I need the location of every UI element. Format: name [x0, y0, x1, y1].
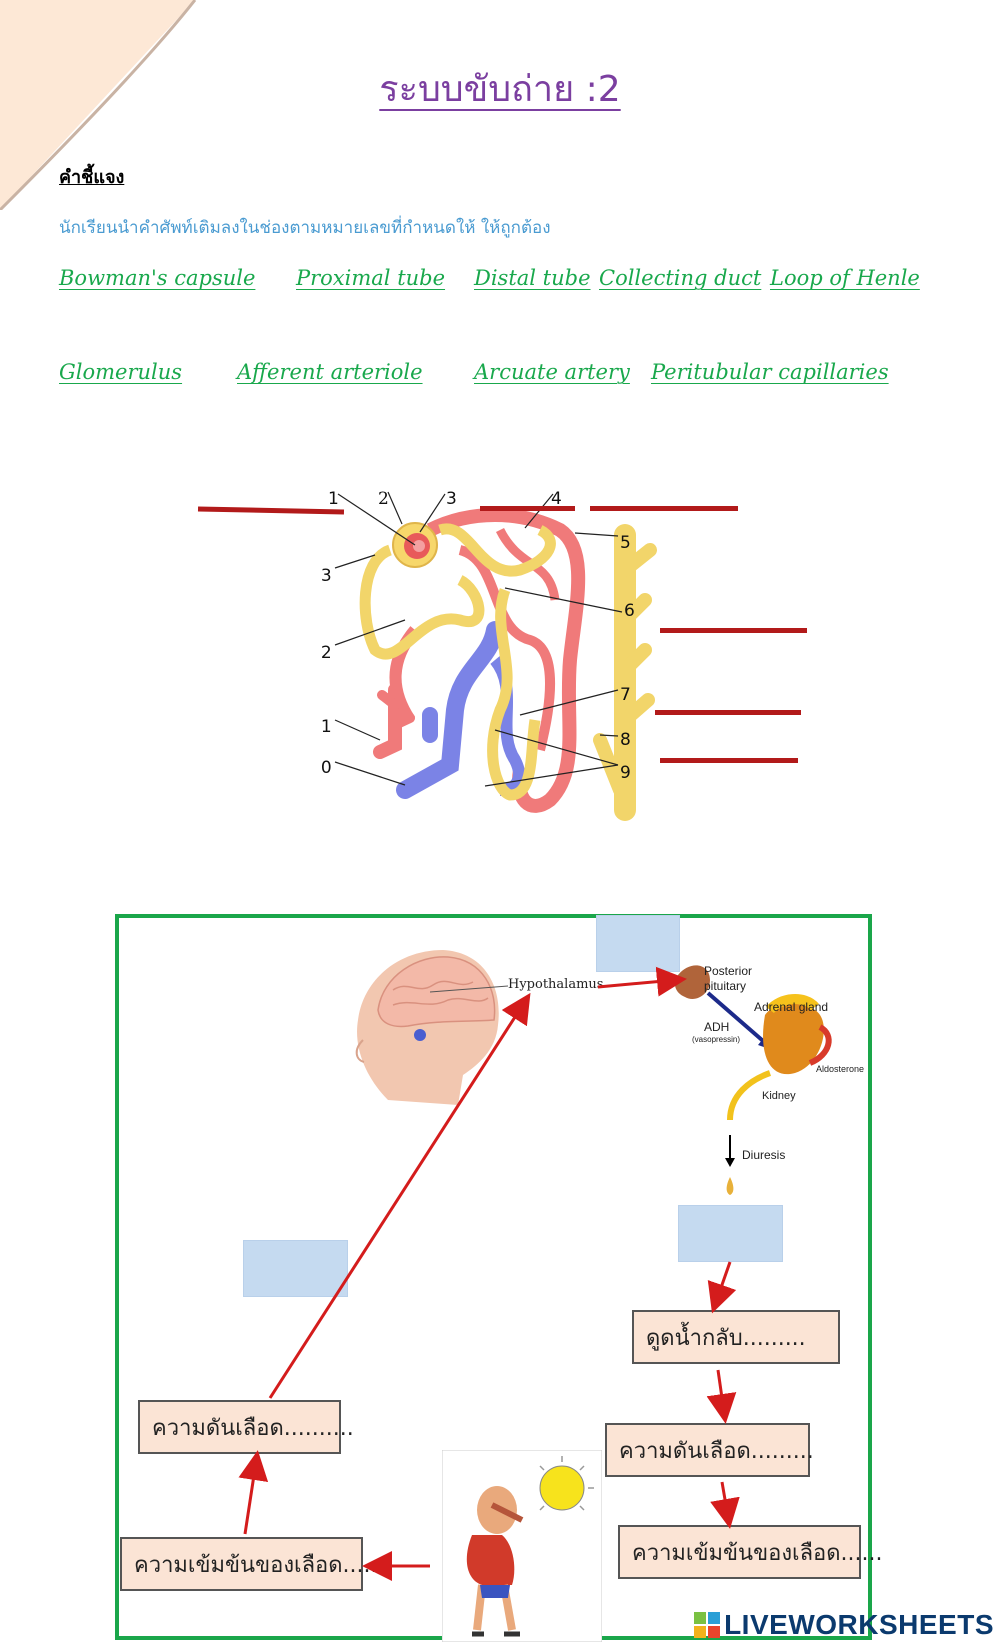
nephron-label-9: 9: [620, 763, 631, 783]
liveworksheets-logo: LIVEWORKSHEETS: [694, 1609, 994, 1641]
answer-box-left[interactable]: [243, 1240, 348, 1297]
nephron-label-4: 4: [551, 490, 562, 509]
nephron-label-11: 11: [320, 717, 332, 737]
thirsty-man-illustration: [442, 1450, 602, 1642]
term-peritubular-capillaries: Peritubular capillaries: [651, 360, 889, 384]
aldosterone-label: Aldosterone: [816, 1064, 865, 1074]
term-bowmans-capsule: Bowman's capsule: [59, 266, 256, 290]
diuresis-label: Diuresis: [742, 1148, 786, 1162]
posterior-pituitary-label-1: Posterior: [704, 964, 753, 978]
nephron-diagram: 1 2 3 4 5 6 7 8 9 10 11 12 13: [320, 490, 657, 821]
nephron-label-3: 3: [446, 490, 457, 509]
page-corner-decoration: [0, 0, 197, 210]
liveworksheets-logo-icon: [694, 1612, 721, 1638]
adh-label: ADH: [704, 1020, 730, 1034]
nephron-label-5: 5: [620, 533, 631, 553]
box-blood-concentration-left: ความเข้มข้นของเลือด......: [120, 1537, 385, 1591]
answer-line-6[interactable]: [660, 628, 807, 633]
hypothalamus-label: Hypothalamus: [508, 977, 604, 992]
hypothalamus-leader-line: [430, 985, 509, 993]
nephron-label-6: 6: [624, 601, 635, 621]
term-afferent-arteriole: Afferent arteriole: [237, 360, 423, 384]
nephron-label-13: 13: [320, 566, 332, 586]
answer-box-right[interactable]: [678, 1205, 783, 1262]
nephron-label-2: 2: [378, 490, 389, 509]
instruction-text: นักเรียนนำคำศัพท์เติมลงในช่องตามหมายเลขท…: [59, 218, 551, 238]
box-blood-pressure-right: ความดันเลือด.........: [605, 1423, 814, 1477]
answer-box-top[interactable]: [596, 915, 680, 972]
nephron-label-12: 12: [320, 643, 332, 663]
term-loop-of-henle: Loop of Henle: [770, 266, 920, 290]
liveworksheets-logo-text: LIVEWORKSHEETS: [724, 1609, 994, 1640]
flow-arrows: [238, 966, 740, 1581]
answer-line-3[interactable]: [480, 506, 575, 511]
term-glomerulus: Glomerulus: [59, 360, 183, 384]
answer-line-4[interactable]: [590, 506, 738, 511]
instruction-heading: คำชี้แจง: [59, 167, 125, 188]
box-blood-pressure-left: ความดันเลือด..........: [138, 1400, 354, 1454]
nephron-label-1: 1: [328, 490, 339, 509]
term-proximal-tube: Proximal tube: [296, 266, 446, 290]
posterior-pituitary-label-2: pituitary: [704, 979, 747, 993]
term-arcuate-artery: Arcuate artery: [474, 360, 630, 384]
answer-line-7[interactable]: [655, 710, 801, 715]
term-distal-tube: Distal tube: [474, 266, 591, 290]
adrenal-gland-label: Adrenal gland: [754, 1000, 829, 1014]
nephron-label-8: 8: [620, 730, 631, 750]
box-blood-concentration-right: ความเข้มข้นของเลือด......: [618, 1525, 883, 1579]
nephron-label-7: 7: [620, 685, 631, 705]
kidney-label: Kidney: [762, 1090, 796, 1102]
vasopressin-label: (vasopressin): [692, 1035, 741, 1044]
page-title: ระบบขับถ่าย :2: [379, 69, 621, 110]
box-reabsorb-water: ดูดน้ำกลับ.........: [632, 1310, 840, 1364]
answer-line-8[interactable]: [660, 758, 798, 763]
term-collecting-duct: Collecting duct: [599, 266, 762, 290]
nephron-label-10: 10: [320, 758, 332, 778]
